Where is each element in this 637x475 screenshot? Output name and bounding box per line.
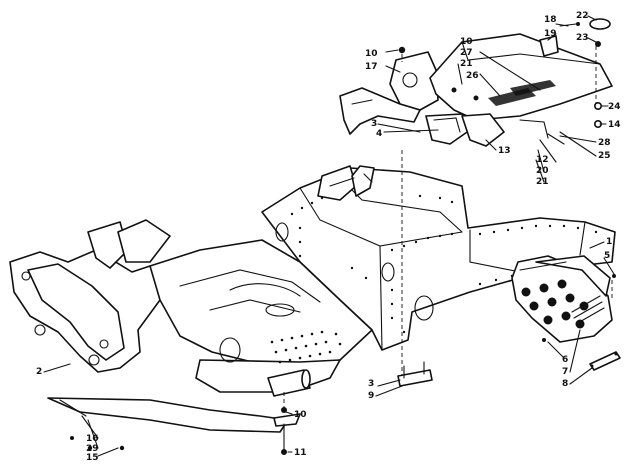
callout-10b: 10 (460, 37, 473, 47)
lower-fasteners (70, 407, 301, 455)
callout-16: 16 (86, 434, 99, 444)
callout-8: 8 (562, 379, 568, 389)
callout-14: 14 (608, 120, 621, 130)
callout-5: 5 (604, 251, 610, 261)
callout-13: 13 (498, 146, 511, 156)
callout-21a: 21 (460, 59, 473, 69)
callout-labels: 1 2 3 3 4 5 6 7 8 9 10 10 10 11 12 13 14… (36, 11, 621, 463)
chassis-tunnel (261, 167, 616, 351)
chassis-rivets (290, 188, 598, 334)
pan-perforations (270, 330, 342, 364)
callout-1: 1 (606, 237, 612, 247)
callout-28: 28 (598, 138, 611, 148)
callout-27: 27 (460, 48, 473, 58)
callout-24: 24 (608, 102, 621, 112)
steering-support-frame (317, 165, 375, 201)
callout-17: 17 (365, 62, 378, 72)
callout-10a: 10 (365, 49, 378, 59)
callout-3b: 3 (368, 379, 374, 389)
callout-6: 6 (562, 355, 568, 365)
center-bracket (397, 361, 433, 387)
callout-11: 11 (294, 448, 307, 458)
leader-lines (43, 15, 615, 457)
knob-assembly (589, 18, 611, 47)
callout-2: 2 (36, 367, 42, 377)
callout-20: 20 (536, 166, 549, 176)
callout-3a: 3 (371, 119, 377, 129)
front-floor-pan (149, 239, 373, 393)
alignment-lines (283, 46, 613, 408)
callout-7: 7 (562, 367, 568, 377)
callout-9: 9 (368, 391, 374, 401)
latch-assembly (539, 22, 580, 57)
rear-skid-plate (511, 255, 613, 343)
callout-26: 26 (466, 71, 479, 81)
callout-22: 22 (576, 11, 589, 21)
front-bumper-assembly (9, 219, 191, 373)
callout-18: 18 (544, 15, 557, 25)
callout-29: 29 (86, 444, 99, 454)
callout-12: 12 (536, 155, 549, 165)
bogie-rod (267, 369, 311, 397)
rear-spring-pins (542, 274, 621, 371)
callout-4: 4 (376, 129, 382, 139)
callout-15: 15 (86, 453, 99, 463)
callout-19: 19 (544, 29, 557, 39)
callout-10c: 10 (294, 410, 307, 420)
lower-skid-plate (47, 397, 289, 433)
callout-21b: 21 (536, 177, 549, 187)
console-bracket (425, 33, 613, 147)
callout-23: 23 (576, 33, 589, 43)
skid-plate-holes (521, 279, 589, 329)
callout-25: 25 (598, 151, 611, 161)
belt-guard-bracket (339, 46, 439, 135)
fasteners-right (547, 102, 602, 145)
